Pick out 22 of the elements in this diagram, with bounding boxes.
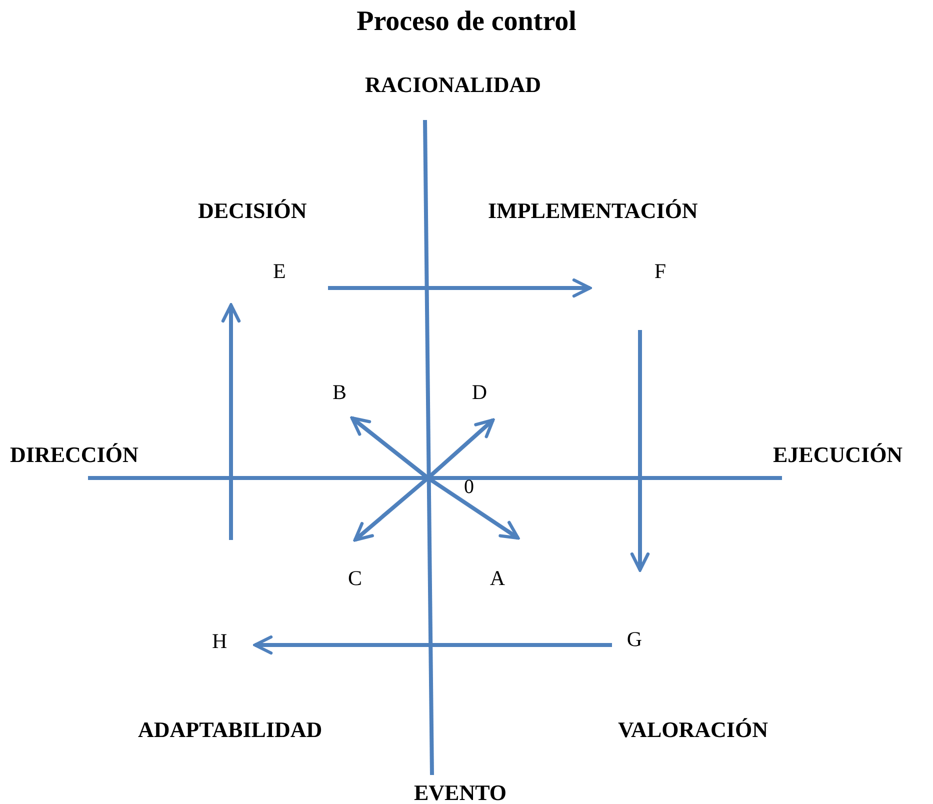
arrow [253, 635, 612, 655]
diagram-title: Proceso de control [356, 6, 578, 38]
point-letter: H [212, 628, 228, 654]
axis-label: VALORACIÓN [618, 717, 768, 743]
axis-label: EVENTO [414, 780, 507, 804]
point-letter: D [472, 380, 488, 405]
axis-label: RACIONALIDAD [365, 72, 542, 98]
arrow [328, 278, 592, 298]
arrow [221, 303, 241, 540]
point-letter: G [626, 627, 642, 652]
axis-label: IMPLEMENTACIÓN [488, 198, 698, 224]
arrow [630, 330, 650, 572]
axis-label: DECISIÓN [198, 198, 307, 224]
point-letter: A [490, 566, 506, 591]
point-letter: B [332, 380, 346, 405]
origin-label: 0 [464, 476, 474, 499]
point-letter: F [654, 259, 666, 284]
axis-label: DIRECCIÓN [10, 442, 138, 468]
point-letter: E [273, 259, 286, 284]
axis-label: ADAPTABILIDAD [138, 717, 322, 743]
axis-label: EJECUCIÓN [773, 442, 903, 468]
point-letter: C [348, 566, 362, 591]
